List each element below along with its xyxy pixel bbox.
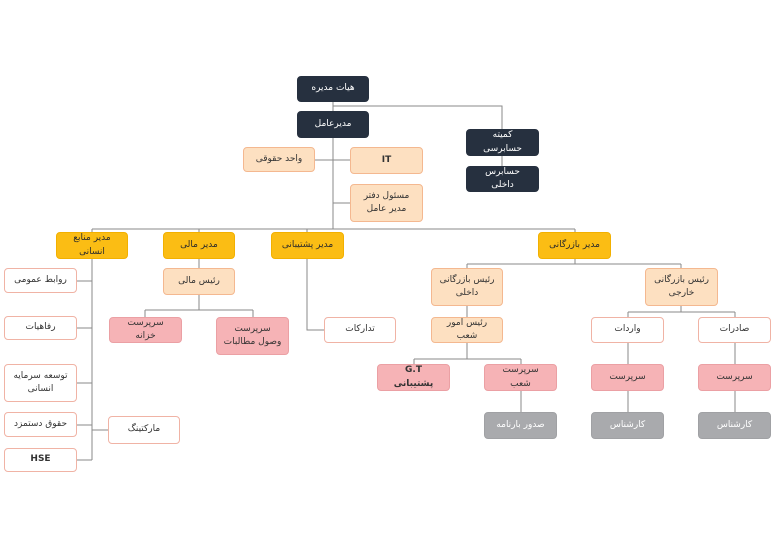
- node-imports[interactable]: واردات: [591, 317, 664, 343]
- connector-support-procurement: [306, 259, 324, 331]
- node-treasury[interactable]: سرپرست خزانه: [109, 317, 182, 343]
- node-exports-supervisor[interactable]: سرپرست: [698, 364, 771, 391]
- node-hr-manager[interactable]: مدیر منابع انسانی: [56, 232, 128, 259]
- node-internal-auditor[interactable]: حسابرس داخلی: [466, 166, 539, 192]
- node-exports-expert[interactable]: کارشناس: [698, 412, 771, 439]
- node-branch-affairs[interactable]: رئیس امور شعب: [431, 317, 503, 343]
- node-welfare[interactable]: رفاهیات: [4, 316, 77, 340]
- node-it[interactable]: IT: [350, 147, 423, 174]
- node-public-relations[interactable]: روابط عمومی: [4, 268, 77, 293]
- node-board[interactable]: هیات مدیره: [297, 76, 369, 102]
- connector-commerce-bus: [466, 259, 682, 268]
- node-finance-head[interactable]: رئیس مالی: [163, 268, 235, 295]
- node-bill-of-lading[interactable]: صدور بارنامه: [484, 412, 557, 439]
- node-collections[interactable]: سرپرست وصول مطالبات: [216, 317, 289, 355]
- node-hr-development[interactable]: توسعه سرمایه انسانی: [4, 364, 77, 402]
- node-imports-supervisor[interactable]: سرپرست: [591, 364, 664, 391]
- node-branch-supervisor[interactable]: سرپرست شعب: [484, 364, 557, 391]
- node-marketing[interactable]: مارکتینگ: [108, 416, 180, 444]
- node-hse[interactable]: HSE: [4, 448, 77, 472]
- node-external-commerce[interactable]: رئیس بازرگانی خارجی: [645, 268, 718, 306]
- node-payroll[interactable]: حقوق دستمزد: [4, 412, 77, 437]
- node-office-manager[interactable]: مسئول دفتر مدیر عامل: [350, 184, 423, 222]
- node-exports[interactable]: صادرات: [698, 317, 771, 343]
- connector-branch-bus: [413, 343, 522, 364]
- connector-board-audit: [333, 105, 503, 129]
- node-imports-expert[interactable]: کارشناس: [591, 412, 664, 439]
- connector-finance-bus: [144, 295, 254, 317]
- node-ceo[interactable]: مدیرعامل: [297, 111, 369, 138]
- node-gt-support[interactable]: G.T پشتیبانی: [377, 364, 450, 391]
- connector-external-bus: [627, 306, 736, 317]
- node-internal-commerce[interactable]: رئیس بازرگانی داخلی: [431, 268, 503, 306]
- node-commerce-manager[interactable]: مدیر بازرگانی: [538, 232, 611, 259]
- node-support-manager[interactable]: مدیر پشتیبانی: [271, 232, 344, 259]
- node-finance-manager[interactable]: مدیر مالی: [163, 232, 235, 259]
- node-procurement[interactable]: تدارکات: [324, 317, 396, 343]
- node-audit-committee[interactable]: کمیته حسابرسی: [466, 129, 539, 156]
- node-legal[interactable]: واحد حقوقی: [243, 147, 315, 172]
